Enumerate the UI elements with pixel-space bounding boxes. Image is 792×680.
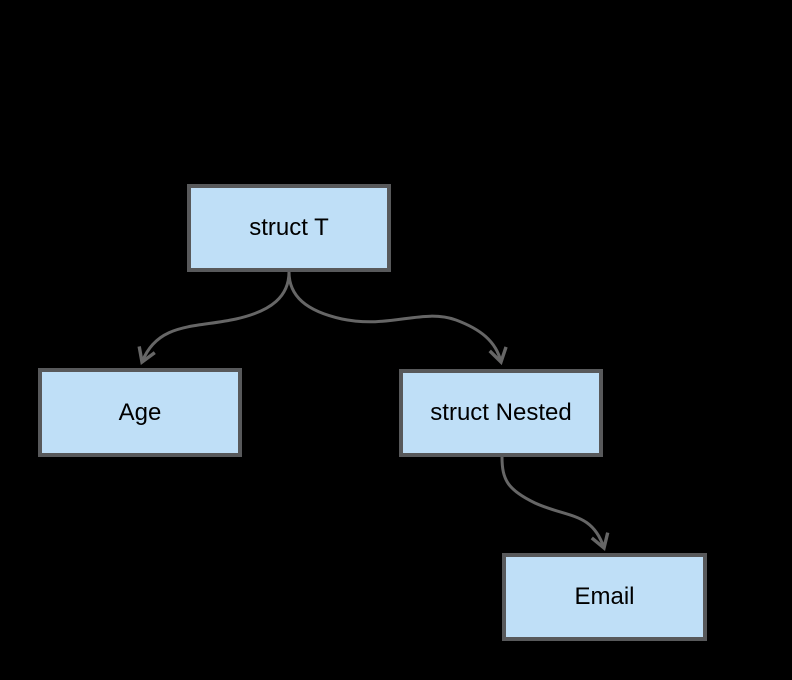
edge-structT-to-structNested xyxy=(287,271,508,366)
node-struct-t-label: struct T xyxy=(249,214,329,241)
node-age-label: Age xyxy=(118,398,162,426)
node-struct-nested-label: struct Nested xyxy=(430,399,572,426)
node-email: Email xyxy=(502,553,707,641)
node-age: Age xyxy=(38,368,242,457)
node-struct-t: struct T xyxy=(187,184,391,272)
edge-structNested-to-email xyxy=(500,456,610,552)
edge-structT-to-age xyxy=(137,271,291,365)
node-email-label: Email xyxy=(574,583,635,610)
node-struct-nested: struct Nested xyxy=(399,369,603,457)
